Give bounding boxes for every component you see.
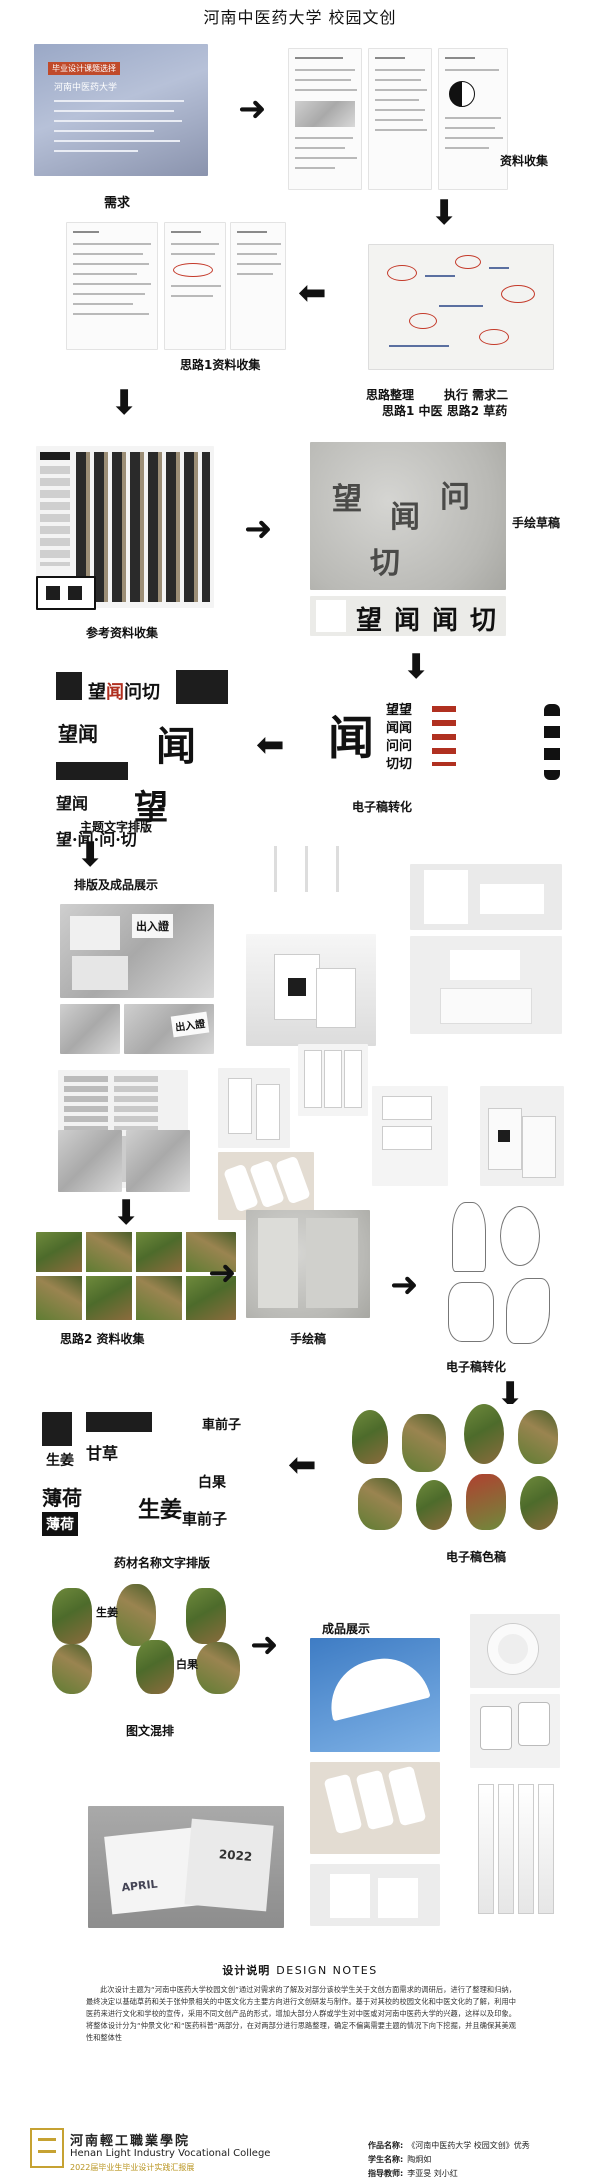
arrow-down-icon: ⬇: [110, 383, 139, 423]
stage-execute: 执行 需求二: [444, 388, 509, 402]
stage-route1-research: 思路1资料收集: [180, 358, 261, 372]
stage-hand-sketch: 手绘草稿: [512, 516, 561, 530]
stage-products: 成品展示: [322, 1622, 371, 1636]
stage-digital2: 电子稿转化: [446, 1360, 507, 1374]
product-stamp-cards: 出入證: [60, 904, 214, 998]
product-stationery-1: [410, 864, 562, 930]
notes-body: 此次设计主题为“河南中医药大学校园文创”通过对需求的了解及对部分该校学生关于文创…: [86, 1985, 516, 2042]
hand-sketch-photo: 望 闻 问 切: [310, 442, 506, 590]
arrow-left-icon: ⬅: [298, 273, 327, 313]
calligraphy-strip: 望 闻 闻 切: [310, 596, 506, 636]
stage-thinking-routes: 思路1 中医 思路2 草药: [382, 404, 508, 418]
herb-name-board: 生姜 甘草 車前子 薄荷 薄荷 生姜 白果 車前子: [42, 1412, 256, 1540]
info-work-name: 作品名称:《河南中医药大学 校园文创》优秀: [368, 2141, 530, 2150]
arrow-down-icon: ⬇: [430, 193, 459, 233]
stage-herb-typography: 药材名称文字排版: [114, 1556, 211, 1570]
exhibition-subtitle: 2022届毕业生毕业设计实践汇报展: [70, 2163, 195, 2172]
stage-image-text: 图文混排: [126, 1724, 175, 1738]
product-calendar: APRIL 2022: [88, 1806, 284, 1928]
arrow-down-icon: ⬇: [76, 835, 105, 875]
herb-photo-grid: [36, 1232, 236, 1320]
page-title: 河南中医药大学 校园文创: [203, 8, 397, 27]
info-advisor: 指导教师:李亚旻 刘小红: [368, 2169, 458, 2178]
stage-requirement: 需求: [104, 196, 131, 211]
route1-doc-3: [230, 222, 286, 350]
school-logo-icon: [30, 2128, 64, 2168]
stage-hand-drawing: 手绘稿: [290, 1332, 327, 1346]
product-posters: [246, 846, 340, 892]
yin-yang-icon: [449, 81, 475, 107]
stage-route2-research: 思路2 资料收集: [60, 1332, 145, 1346]
product-phone-cases: [218, 1152, 314, 1220]
route1-doc-1: [66, 222, 158, 350]
product-book-2: [126, 1130, 190, 1192]
product-umbrella: [310, 1638, 440, 1752]
icon-column: [544, 704, 560, 780]
product-envelope-mockup: [372, 1086, 448, 1186]
arrow-right-icon: ➜: [208, 1253, 237, 1293]
product-phones: [310, 1762, 440, 1854]
product-bag: [246, 934, 376, 1046]
stage-layout: 排版及成品展示: [74, 878, 159, 892]
product-bookmarks: [470, 1774, 560, 1928]
stage-digital: 电子稿转化: [352, 800, 413, 814]
stage-typography: 主题文字排版: [80, 820, 153, 834]
product-cards-stand: [310, 1864, 440, 1926]
arrow-left-icon: ⬅: [256, 725, 285, 765]
arrow-right-icon: ➜: [390, 1265, 419, 1305]
typography-board: 望闻问切 望闻 闻 望闻 望 望·闻·问·切: [56, 670, 236, 848]
research-doc-3: [438, 48, 508, 190]
product-passbook: [60, 1004, 120, 1054]
school-name-cn: 河南輕工職業學院: [70, 2134, 191, 2149]
product-stationery-2: [410, 936, 562, 1034]
research-doc-2: [368, 48, 432, 190]
route1-doc-2: [164, 222, 226, 350]
requirement-photo-school: 河南中医药大学: [54, 83, 118, 93]
arrow-right-icon: ➜: [238, 89, 267, 129]
product-stamp-booklet: 出入證: [124, 1004, 214, 1054]
product-tote-bags: [480, 1086, 564, 1186]
arrow-down-icon: ⬇: [402, 647, 431, 687]
product-book-1: [58, 1130, 122, 1192]
image-text-layout: 生姜 白果: [46, 1584, 266, 1696]
stage-thinking: 思路整理: [366, 388, 415, 402]
product-posters-row: [298, 1044, 368, 1116]
product-tape: [470, 1614, 560, 1688]
stage-reference: 参考资料收集: [86, 626, 159, 640]
mindmap-sheet: [368, 244, 554, 370]
arrow-right-icon: ➜: [244, 509, 273, 549]
info-student: 学生名称:陶炯如: [368, 2155, 432, 2164]
arrow-down-icon: ⬇: [112, 1193, 141, 1233]
requirement-photo: 毕业设计课题选择 河南中医药大学: [34, 44, 208, 176]
product-keychain: [470, 1694, 560, 1768]
research-doc-1: [288, 48, 362, 190]
color-herbs: [346, 1404, 568, 1536]
arrow-right-icon: ➜: [250, 1625, 279, 1665]
stage-color: 电子稿色稿: [446, 1550, 507, 1564]
stage-research: 资料收集: [500, 154, 549, 168]
requirement-photo-heading: 毕业设计课题选择: [48, 62, 120, 75]
hand-drawing-sheets: [246, 1210, 370, 1318]
school-name-en: Henan Light Industry Vocational College: [70, 2148, 271, 2159]
digital-board: 闻 望望 闻闻 问问 切切: [328, 696, 488, 782]
line-art-herbs: [440, 1196, 570, 1352]
reference-logo: [36, 576, 96, 610]
product-cards-hang: [218, 1068, 290, 1148]
arrow-left-icon: ⬅: [288, 1445, 317, 1485]
